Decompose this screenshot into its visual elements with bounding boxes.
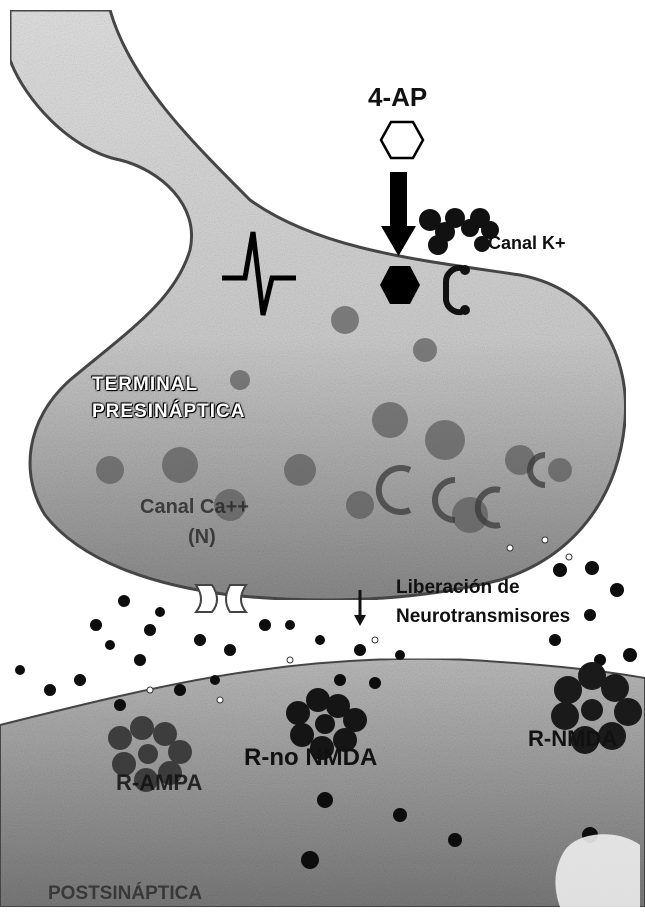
drug-label: 4-AP — [368, 84, 427, 110]
hexagon-icon — [381, 122, 423, 158]
calcium-channel-label-line1: Canal Ca++ — [140, 497, 249, 517]
release-label-line2: Neurotransmisores — [396, 607, 570, 626]
release-label-line1: Liberación de — [396, 578, 520, 597]
presynaptic-label-line2: PRESINÁPTICA — [92, 402, 245, 421]
receptor-nmda-label: R-no NMDA — [244, 746, 377, 770]
presynaptic-label-line1: TERMINAL — [92, 375, 198, 394]
arrow-down-icon — [381, 172, 416, 256]
receptor-left-label: R-AMPA — [116, 772, 202, 794]
calcium-channel-label-line2: (N) — [188, 527, 216, 547]
potassium-channel-label: Canal K+ — [488, 234, 566, 252]
presynaptic-terminal — [10, 10, 626, 600]
postsynaptic-label: POSTSINÁPTICA — [48, 884, 202, 903]
receptor-right-label: R-NMDA — [528, 728, 617, 750]
